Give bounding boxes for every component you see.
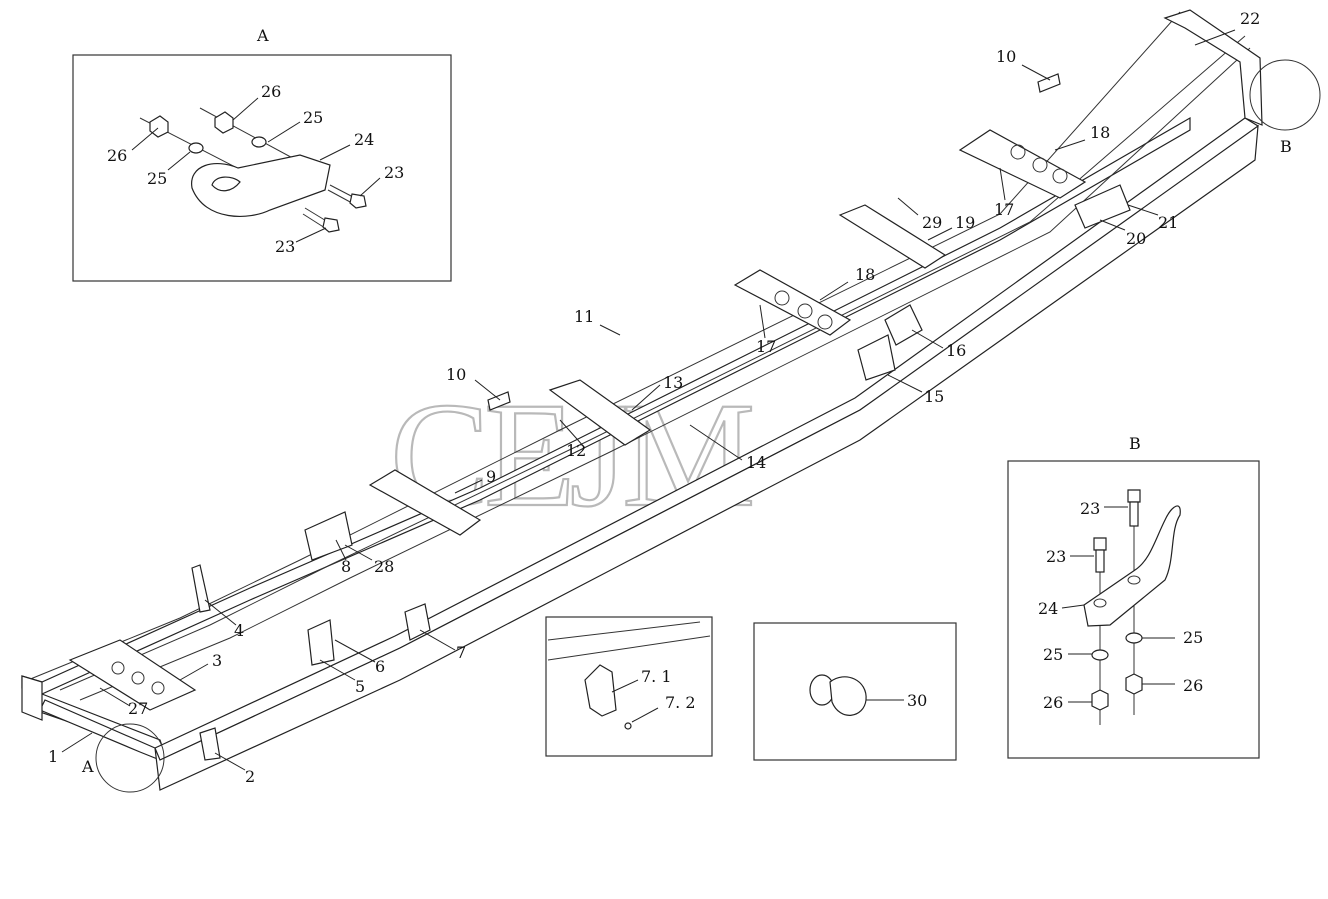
tow-hook-24 xyxy=(191,154,331,217)
detail-b-callout-23-top: 23 xyxy=(1080,499,1100,518)
crossmember-9 xyxy=(368,469,482,536)
detail-a-title: A xyxy=(256,26,269,45)
callout-9: 9 xyxy=(486,467,496,486)
callout-15: 15 xyxy=(924,387,944,406)
crossmember-12-13 xyxy=(548,379,652,446)
bracket-4 xyxy=(191,564,211,613)
detail-b-frame xyxy=(1007,460,1260,759)
plug-30 xyxy=(809,674,867,716)
callout-18-rear: 18 xyxy=(1090,123,1110,142)
washer-25-b-left xyxy=(1091,649,1109,661)
callout-10-rear: 10 xyxy=(996,47,1016,66)
detail-b-callout-23-mid: 23 xyxy=(1046,547,1066,566)
callout-22: 22 xyxy=(1240,9,1260,28)
bracket-10-front xyxy=(487,391,511,411)
callout-14: 14 xyxy=(746,453,766,472)
plug-7-2 xyxy=(624,722,632,730)
bolt-23-upper-b xyxy=(1127,489,1141,527)
nut-26-b-left xyxy=(1091,689,1109,711)
front-end-frame xyxy=(21,675,43,721)
detail-b-callout-26-right: 26 xyxy=(1183,676,1203,695)
bracket-7 xyxy=(404,603,431,641)
detail-a-callout-23-bottom: 23 xyxy=(275,237,295,256)
detail-a-circle xyxy=(95,723,165,793)
tow-hook-24-b xyxy=(1083,505,1181,627)
right-side-rail-face xyxy=(154,124,1259,791)
bolt-23-lower xyxy=(302,207,340,233)
detail-a-callout-26-top: 26 xyxy=(261,82,281,101)
detail-a-callout-25-top: 25 xyxy=(303,108,323,127)
detail-30-callout: 30 xyxy=(907,691,927,710)
washer-25-right xyxy=(251,136,267,148)
callout-12: 12 xyxy=(566,441,586,460)
rear-end-frame xyxy=(1163,9,1263,126)
callout-19: 19 xyxy=(955,213,975,232)
detail-b-circle xyxy=(1249,59,1321,131)
bracket-16 xyxy=(884,304,923,346)
detail-7-frame xyxy=(545,616,713,757)
bracket-2 xyxy=(199,727,221,761)
callout-11: 11 xyxy=(574,307,594,326)
detail-7-panel: 7. 1 7. 2 xyxy=(545,616,713,757)
detail-b-callout-25-right: 25 xyxy=(1183,628,1203,647)
detail-b-circle-label: B xyxy=(1280,137,1292,156)
bolt-23-upper xyxy=(327,184,367,209)
callout-7: 7 xyxy=(456,643,466,662)
detail-b-callout-24: 24 xyxy=(1038,599,1058,618)
callout-29: 29 xyxy=(922,213,942,232)
bracket-7-1 xyxy=(584,664,617,717)
callout-13: 13 xyxy=(663,373,683,392)
callout-21: 21 xyxy=(1158,213,1178,232)
callout-8: 8 xyxy=(341,557,351,576)
washer-25-left xyxy=(188,142,204,154)
bracket-15 xyxy=(857,334,896,381)
callout-17-rear: 17 xyxy=(994,200,1014,219)
detail-b-title: B xyxy=(1129,434,1141,453)
main-callout-labels: 22 10 18 17 21 20 29 19 18 17 16 15 11 1… xyxy=(48,9,1260,786)
detail-a-callout-26-left: 26 xyxy=(107,146,127,165)
callout-5: 5 xyxy=(355,677,365,696)
detail-a-callout-25-left: 25 xyxy=(147,169,167,188)
bracket-5-6 xyxy=(307,619,335,666)
crossmember-19 xyxy=(838,204,947,269)
washer-25-b-right xyxy=(1125,632,1143,644)
detail-a-callout-24: 24 xyxy=(354,130,374,149)
callout-6: 6 xyxy=(375,657,385,676)
detail-b-callout-26-left: 26 xyxy=(1043,693,1063,712)
detail-a-panel: A 26 25 26 25 xyxy=(72,26,452,282)
callout-2: 2 xyxy=(245,767,255,786)
callout-20: 20 xyxy=(1126,229,1146,248)
detail-b-callout-25-left: 25 xyxy=(1043,645,1063,664)
callout-3: 3 xyxy=(212,651,222,670)
crossmember-17-18-rear xyxy=(958,129,1087,199)
detail-7-callout-7-1: 7. 1 xyxy=(641,667,672,686)
detail-a-circle-label: A xyxy=(81,757,94,776)
callout-1: 1 xyxy=(48,747,58,766)
callout-10-front: 10 xyxy=(446,365,466,384)
detail-a-frame xyxy=(72,54,452,282)
bracket-20-21 xyxy=(1074,184,1131,229)
nut-26-right xyxy=(214,111,234,134)
callout-4: 4 xyxy=(234,621,244,640)
detail-7-callout-7-2: 7. 2 xyxy=(665,693,696,712)
main-callout-leaders xyxy=(61,29,1236,771)
detail-30-frame xyxy=(753,622,957,761)
nut-26-b-right xyxy=(1125,673,1143,695)
callout-18-front: 18 xyxy=(855,265,875,284)
callout-17-front: 17 xyxy=(756,337,776,356)
detail-b-panel: B 23 23 24 25 xyxy=(1007,434,1260,759)
callout-28: 28 xyxy=(374,557,394,576)
detail-a-callout-23-right: 23 xyxy=(384,163,404,182)
bolt-23-lower-b xyxy=(1093,537,1107,573)
nut-26-left xyxy=(149,115,169,138)
callout-16: 16 xyxy=(946,341,966,360)
bracket-10-rear xyxy=(1037,73,1061,93)
chassis-frame: A B xyxy=(21,9,1321,793)
detail-30-panel: 30 xyxy=(753,622,957,761)
callout-27: 27 xyxy=(128,699,148,718)
crossmember-17-18-front xyxy=(733,269,852,336)
far-rail-inner-edge xyxy=(59,35,1246,691)
